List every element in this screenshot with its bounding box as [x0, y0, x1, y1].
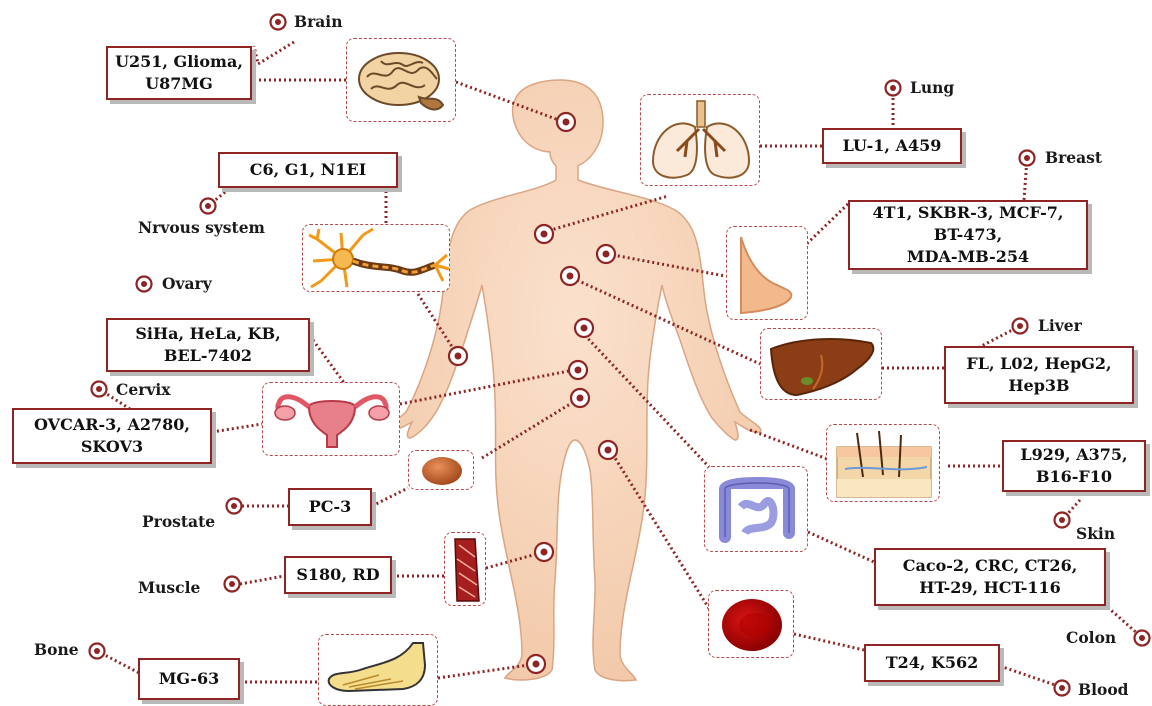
organ-label-muscle: Muscle: [138, 578, 200, 597]
cell-lines-muscle: S180, RD: [284, 556, 392, 594]
cell-lines-liver: FL, L02, HepG2, Hep3B: [944, 346, 1134, 404]
uterus-image-box: [262, 382, 400, 456]
lung-image-box: [640, 94, 760, 186]
skin-image-box: [826, 424, 940, 502]
cell-lines-prostate: PC-3: [288, 488, 372, 526]
colon-icon: [705, 467, 809, 553]
organ-label-blood: Blood: [1078, 680, 1129, 699]
organ-label-cervix: Cervix: [116, 380, 171, 399]
breast-image-box: [726, 226, 808, 320]
foot-bone-icon: [319, 635, 439, 706]
neuron-image-box: [302, 224, 450, 292]
cell-lines-colon: Caco-2, CRC, CT26, HT-29, HCT-116: [874, 548, 1106, 606]
cell-lines-skin: L929, A375, B16-F10: [1002, 440, 1146, 492]
organ-label-ovary: Ovary: [162, 274, 212, 293]
liver-icon: [761, 329, 883, 401]
cell-lines-nervous-system: C6, G1, N1EI: [218, 152, 398, 188]
organ-label-skin: Skin: [1076, 524, 1115, 543]
cell-lines-bone: MG-63: [138, 658, 240, 700]
prostate-icon: [409, 451, 475, 491]
prostate-image-box: [408, 450, 474, 490]
blood-image-box: [708, 590, 794, 658]
blood-cell-icon: [709, 591, 795, 659]
brain-image-box: [346, 38, 456, 122]
breast-icon: [727, 227, 809, 321]
cell-lines-brain: U251, Glioma, U87MG: [106, 46, 252, 100]
brain-icon: [347, 39, 457, 123]
organ-label-breast: Breast: [1045, 148, 1102, 167]
cell-lines-lung: LU-1, A459: [822, 128, 962, 164]
organ-label-brain: Brain: [294, 12, 342, 31]
muscle-icon: [445, 533, 487, 607]
cell-lines-breast: 4T1, SKBR-3, MCF-7, BT-473, MDA-MB-254: [848, 200, 1088, 270]
liver-image-box: [760, 328, 882, 400]
muscle-image-box: [444, 532, 486, 606]
organ-label-liver: Liver: [1038, 316, 1082, 335]
cell-lines-cervix: OVCAR-3, A2780, SKOV3: [12, 408, 212, 464]
neuron-icon: [303, 225, 451, 293]
uterus-icon: [263, 383, 401, 457]
colon-image-box: [704, 466, 808, 552]
organ-label-lung: Lung: [910, 78, 954, 97]
skin-icon: [827, 425, 941, 503]
organ-label-bone: Bone: [34, 640, 79, 659]
organ-label-prostate: Prostate: [142, 512, 215, 531]
lung-icon: [641, 95, 761, 187]
cell-lines-ovary: SiHa, HeLa, KB, BEL-7402: [106, 318, 310, 372]
organ-label-colon: Colon: [1066, 628, 1116, 647]
bone-image-box: [318, 634, 438, 706]
organ-label-nervous-system: Nrvous system: [138, 218, 265, 237]
cell-lines-blood: T24, K562: [864, 644, 1000, 682]
